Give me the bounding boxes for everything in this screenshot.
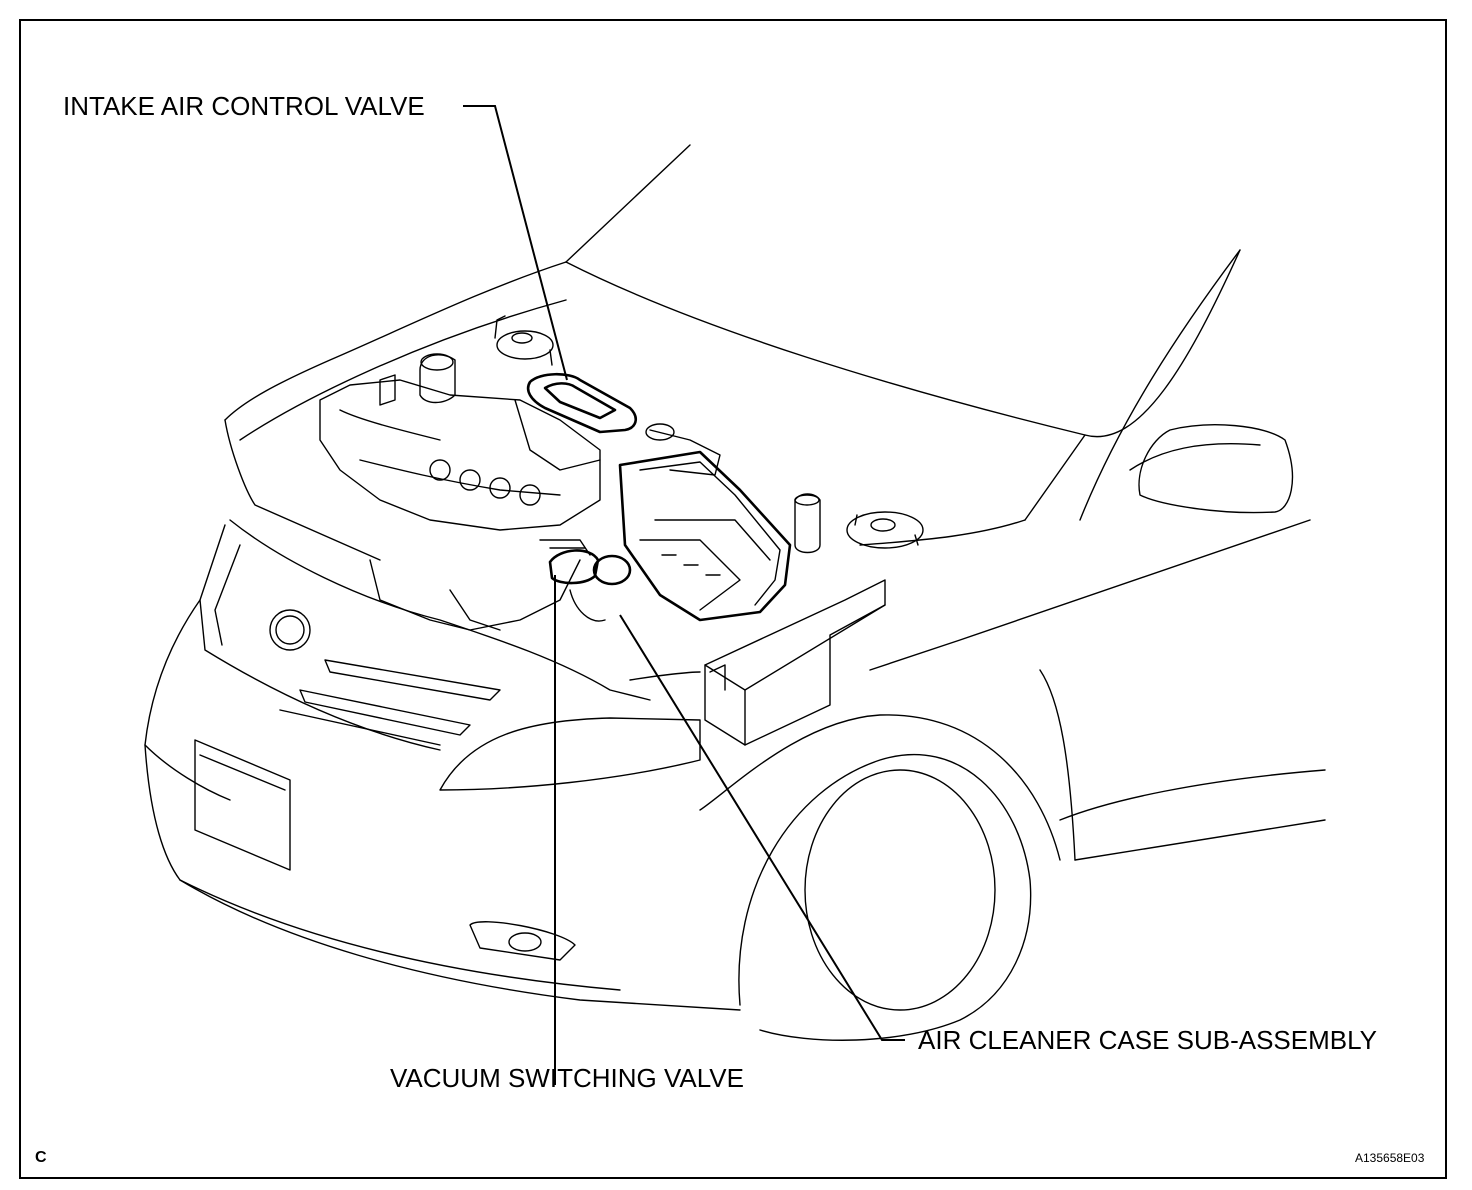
leader-lines — [463, 105, 905, 1085]
fog-lamp — [469, 921, 576, 961]
label-air-cleaner-case: AIR CLEANER CASE SUB-ASSEMBLY — [918, 1025, 1377, 1055]
figure-code: A135658E03 — [1355, 1151, 1425, 1165]
label-intake-air-control-valve: INTAKE AIR CONTROL VALVE — [63, 91, 425, 121]
grille — [199, 524, 501, 751]
corner-mark: C — [35, 1149, 47, 1166]
engine-compartment — [224, 299, 1026, 561]
vacuum-switching-valve — [539, 539, 632, 622]
windshield — [1024, 249, 1261, 521]
battery — [704, 579, 886, 746]
body-side — [869, 519, 1326, 861]
license-plate — [194, 739, 291, 871]
leader-intake-air-control-valve — [463, 105, 568, 381]
strut-tower-left — [494, 315, 554, 366]
front-bumper — [144, 599, 741, 1011]
headlight — [229, 519, 701, 791]
wheel — [699, 714, 1061, 1041]
side-mirror — [1138, 424, 1293, 514]
reservoir — [794, 493, 821, 554]
strut-tower-right — [846, 511, 924, 549]
hood — [224, 144, 1241, 438]
engine-block — [319, 353, 601, 631]
figure-frame — [19, 19, 1447, 1179]
air-cleaner-case — [618, 423, 792, 622]
intake-air-control-valve — [514, 372, 638, 471]
label-vacuum-switching-valve: VACUUM SWITCHING VALVE — [390, 1063, 744, 1093]
leader-air-cleaner-case — [619, 614, 905, 1041]
